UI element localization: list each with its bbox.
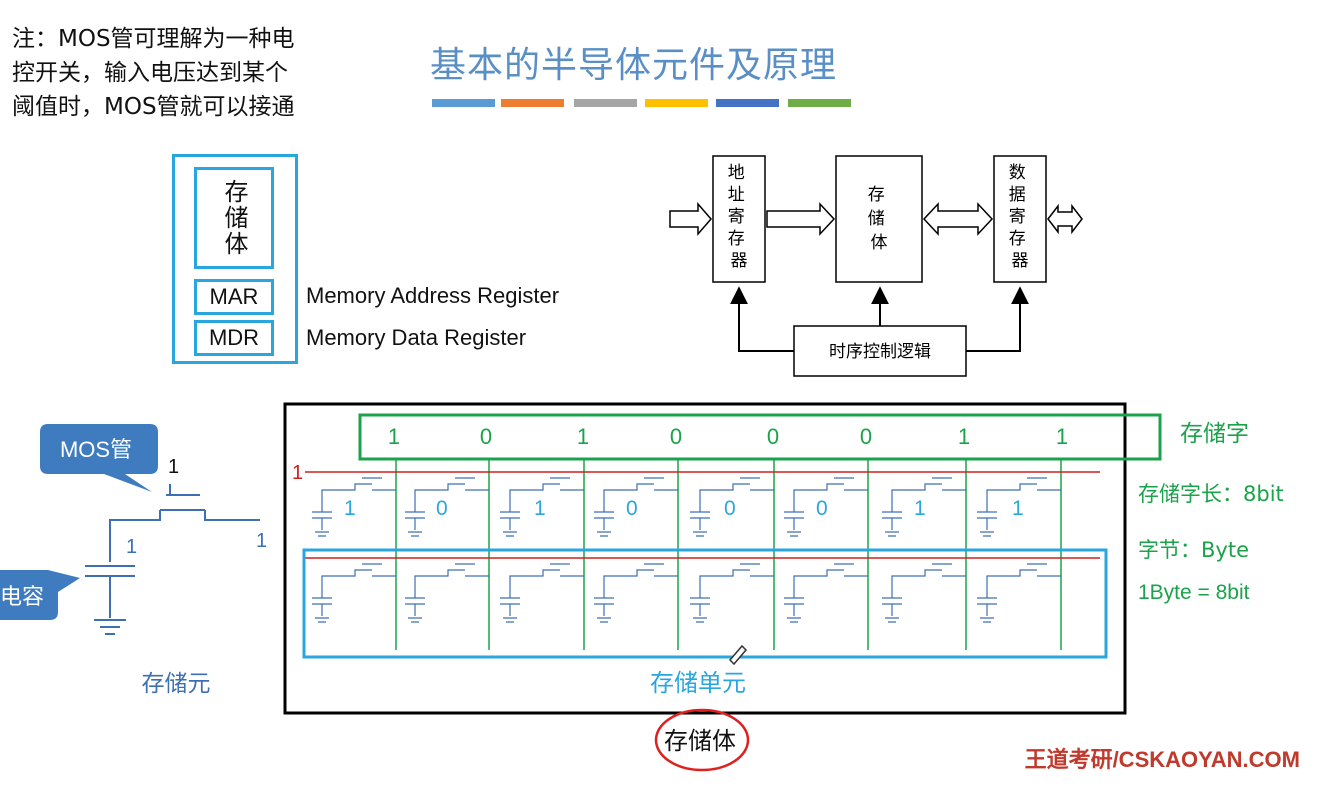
callout-mos-shape xyxy=(40,424,158,492)
legend-mdr: MDR xyxy=(194,320,274,356)
title-bar-1 xyxy=(432,99,495,107)
store-label: 存 储 体 xyxy=(868,185,890,253)
cell-value-5: 0 xyxy=(816,497,828,520)
cell-value-6: 1 xyxy=(914,497,926,520)
block-diagram: 地 址 寄 存 器 存 储 体 数 据 寄 存 器 时序控制逻辑 xyxy=(669,155,1083,377)
cell-value-2: 1 xyxy=(534,497,546,520)
addr-register-label: 地 址 寄 存 器 xyxy=(728,163,750,271)
cell-value-0: 1 xyxy=(344,497,356,520)
data-register-box xyxy=(993,155,1047,283)
mos-gate-value: 1 xyxy=(168,456,179,478)
store-box xyxy=(835,155,923,283)
row-select-value: 1 xyxy=(292,462,303,484)
memory-body-label: 存储体 xyxy=(664,727,736,755)
store-data-double-arrow xyxy=(922,202,994,236)
addr-char-4: 存 xyxy=(728,229,745,249)
word-bits: 1 0 1 0 0 0 1 1 xyxy=(388,424,1068,449)
addr-char-2: 址 xyxy=(728,185,745,205)
memory-body-frame xyxy=(283,402,1127,715)
addr-char-1: 地 xyxy=(728,163,745,183)
legend-mar: MAR xyxy=(194,279,274,315)
control-label: 时序控制逻辑 xyxy=(829,342,931,362)
cell-values: 1 0 1 0 0 0 1 1 xyxy=(344,497,1024,520)
word-bit-1: 0 xyxy=(480,424,492,449)
byte-label: 字节：Byte xyxy=(1138,538,1249,562)
word-length-label: 存储字长：8bit xyxy=(1138,482,1284,506)
slide-title: 基本的半导体元件及原理 xyxy=(430,45,838,86)
storage-word-label: 存储字 xyxy=(1180,421,1249,447)
legend-mar-desc: Memory Address Register xyxy=(306,283,560,308)
title-bar-4 xyxy=(645,99,708,107)
addr-char-3: 寄 xyxy=(728,207,745,227)
mos-circuit xyxy=(85,484,260,635)
word-bit-4: 0 xyxy=(767,424,779,449)
addr-to-store-arrow xyxy=(766,202,836,236)
cells-row-2 xyxy=(312,563,1061,623)
control-to-addr xyxy=(730,286,794,352)
callout-cap-shape xyxy=(0,570,80,620)
addr-register-box xyxy=(712,155,766,283)
body-label-circle xyxy=(654,708,750,772)
cell-value-7: 1 xyxy=(1012,497,1024,520)
cell-value-1: 0 xyxy=(436,497,448,520)
title-bar-3 xyxy=(574,99,637,107)
word-bit-5: 0 xyxy=(860,424,872,449)
title-bar-5 xyxy=(716,99,779,107)
addr-char-5: 器 xyxy=(731,251,748,271)
bit-lines xyxy=(395,459,1062,650)
input-arrow xyxy=(669,201,712,237)
data-register-label: 数 据 寄 存 器 xyxy=(1009,163,1031,271)
word-bit-3: 0 xyxy=(670,424,682,449)
callout-cap-text: 电容 xyxy=(0,584,44,609)
watermark: 王道考研/CSKAOYAN.COM xyxy=(1024,747,1300,772)
pen-cursor-icon xyxy=(728,644,748,666)
title-bar-6 xyxy=(788,99,851,107)
callout-mos-text: MOS管 xyxy=(60,437,132,462)
legend-box xyxy=(172,154,298,364)
storage-unit-label: 存储单元 xyxy=(650,669,746,697)
title-bar-2 xyxy=(501,99,564,107)
mos-drain-value: 1 xyxy=(256,530,267,552)
mos-source-value: 1 xyxy=(126,536,137,558)
mos-caption: 存储元 xyxy=(142,671,211,697)
word-bit-2: 1 xyxy=(577,424,589,449)
word-bit-0: 1 xyxy=(388,424,400,449)
legend-store: 存储体 xyxy=(194,167,274,269)
legend-mdr-desc: Memory Data Register xyxy=(306,325,527,350)
note-text: 注：MOS管可理解为一种电 控开关，输入电压达到某个 阈值时，MOS管就可以接通 xyxy=(12,26,295,120)
byte-eq-label: 1Byte = 8bit xyxy=(1138,581,1250,604)
cells-row-1 xyxy=(312,477,1061,537)
word-bit-7: 1 xyxy=(1056,424,1068,449)
control-to-data xyxy=(966,286,1029,352)
word-bit-6: 1 xyxy=(958,424,970,449)
cell-value-3: 0 xyxy=(626,497,638,520)
storage-word-box xyxy=(358,413,1162,461)
cell-value-4: 0 xyxy=(724,497,736,520)
output-double-arrow xyxy=(1047,203,1083,235)
storage-unit-box xyxy=(302,548,1108,659)
